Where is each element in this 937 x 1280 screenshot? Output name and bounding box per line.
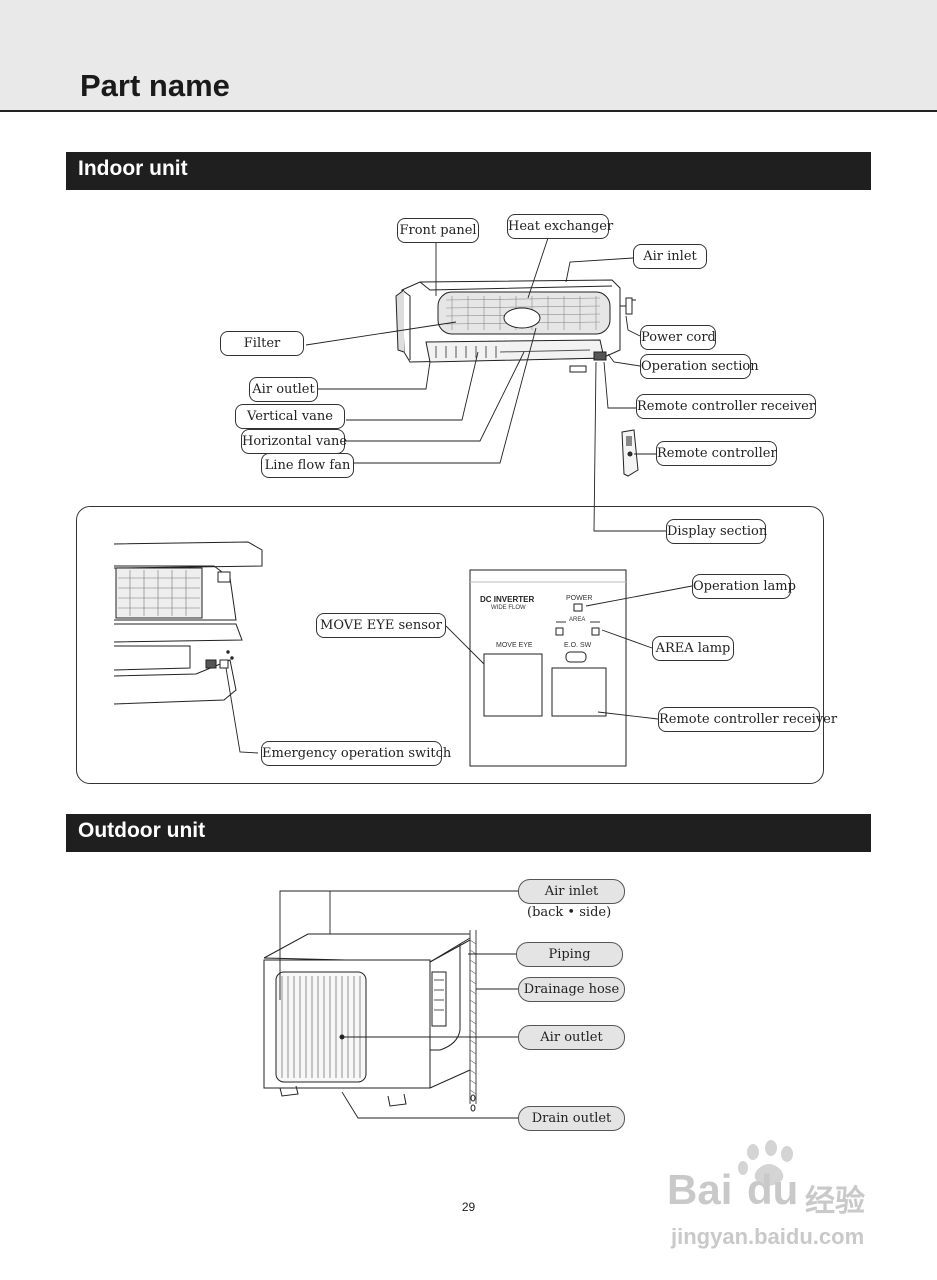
label-display-section: Display section [666,519,767,544]
label-remote-controller-receiver-detail: Remote controller receiver [658,707,837,732]
display-detail-illustration [113,541,627,767]
page-title: Part name [80,68,230,103]
label-vertical-vane: Vertical vane [235,404,345,429]
label-area-lamp: AREA lamp [652,636,734,661]
label-filter: Filter [220,331,304,356]
header-band [0,0,937,112]
label-drain-outlet: Drain outlet [518,1106,625,1131]
label-outdoor-air-outlet: Air outlet [518,1025,625,1050]
panel-brand: DC INVERTER [480,595,535,604]
outdoor-section-title: Outdoor unit [78,819,206,842]
label-remote-controller-receiver: Remote controller receiver [636,394,816,419]
label-operation-section: Operation section [640,354,759,379]
watermark-brand2: du [747,1166,799,1213]
label-power-cord: Power cord [640,325,716,350]
label-air-outlet: Air outlet [249,377,318,402]
remote-controller-illustration [621,429,639,477]
watermark-url: jingyan.baidu.com [671,1224,865,1249]
indoor-section-bar: Indoor unit [66,152,871,190]
panel-power-text: POWER [566,595,593,602]
indoor-section-title: Indoor unit [78,157,188,180]
label-heat-exchanger: Heat exchanger [507,214,613,239]
panel-area-text: AREA [569,617,586,623]
page-number: 29 [461,1200,476,1214]
watermark-cn: 经验 [805,1185,865,1218]
display-detail-frame [76,506,824,784]
baidu-watermark: Bai du 经验 jingyan.baidu.com [665,1140,885,1270]
label-piping: Piping [516,942,623,967]
label-remote-controller: Remote controller [656,441,777,466]
label-emergency-operation-switch: Emergency operation switch [261,741,451,766]
paw-logo-icon [738,1140,793,1186]
outdoor-unit-illustration [263,930,477,1112]
panel-brand-sub: WIDE FLOW [491,605,526,611]
panel-eo-sw-text: E.O. SW [564,642,592,649]
label-air-inlet: Air inlet [633,244,707,269]
label-outdoor-air-inlet: Air inlet [518,879,625,904]
outdoor-section-bar: Outdoor unit [66,814,871,852]
label-move-eye-sensor: MOVE EYE sensor [316,613,446,638]
watermark-brand: Bai [667,1166,733,1213]
indoor-unit-illustration [395,279,636,373]
label-horizontal-vane: Horizontal vane [241,429,347,454]
panel-move-eye-text: MOVE EYE [496,642,533,649]
label-drainage-hose: Drainage hose [518,977,625,1002]
label-line-flow-fan: Line flow fan [261,453,354,478]
label-operation-lamp: Operation lamp [692,574,796,599]
label-front-panel: Front panel [397,218,479,243]
label-outdoor-air-inlet-note: (back • side) [527,905,612,920]
